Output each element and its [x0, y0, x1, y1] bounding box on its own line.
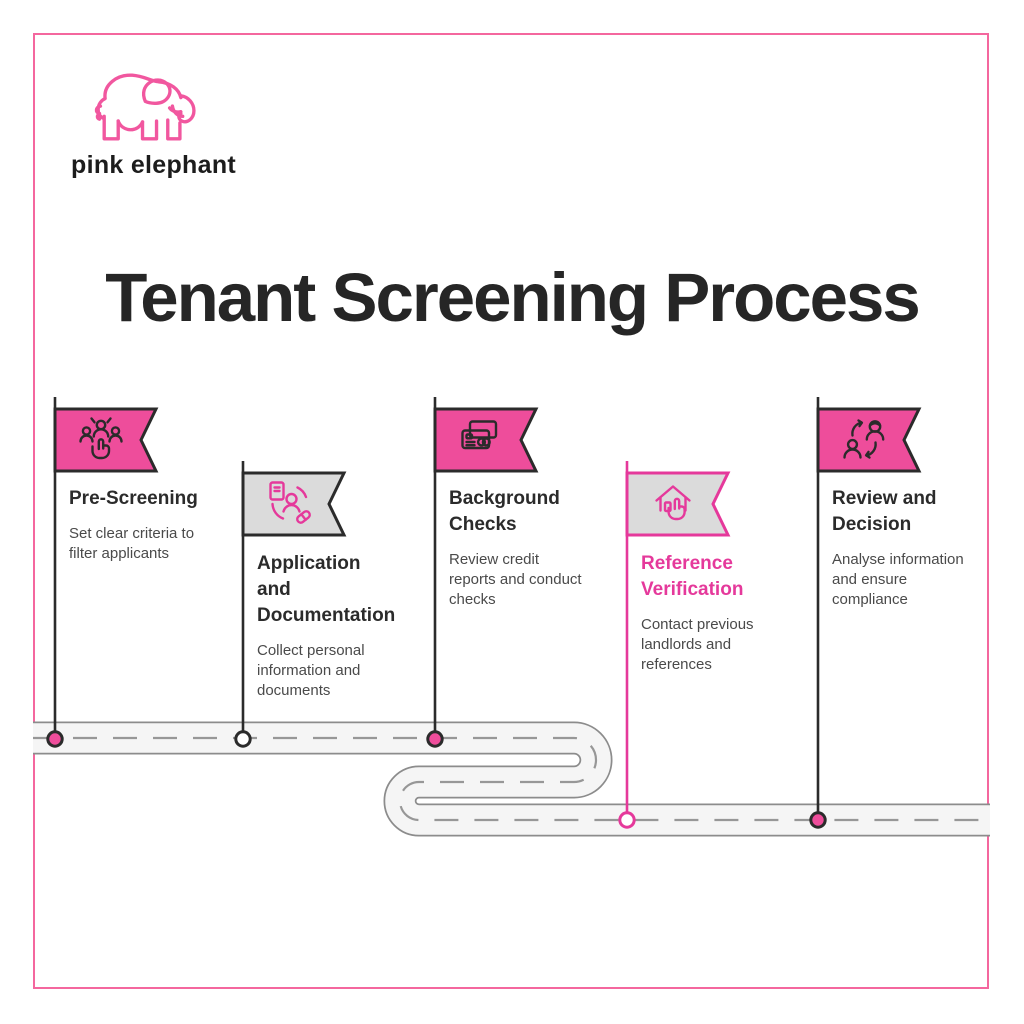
brand-name: pink elephant	[71, 151, 237, 179]
flag-reference-verification	[625, 471, 731, 537]
pink-elephant-icon	[94, 73, 196, 141]
people-review-icon	[843, 419, 885, 459]
step-description: Collect personal information and documen…	[257, 642, 365, 699]
flag-pre-screening	[53, 407, 159, 473]
milestone-dot-5	[809, 811, 827, 829]
step-reference-verification: Reference Verification Contact previous …	[641, 551, 811, 675]
logo: pink elephant	[71, 64, 236, 180]
flag-review-decision	[816, 407, 922, 473]
step-description: Review credit reports and conduct checks	[449, 551, 582, 608]
step-description: Analyse information and ensure complianc…	[832, 551, 964, 608]
step-application-documentation: Application and Documentation Collect pe…	[257, 551, 427, 701]
candidate-selection-icon	[79, 417, 123, 460]
flag-application-documentation	[241, 471, 347, 537]
step-pre-screening: Pre-Screening Set clear criteria to filt…	[69, 486, 239, 564]
credit-cards-icon	[461, 420, 498, 450]
step-title: Background Checks	[449, 488, 560, 535]
page-title: Tenant Screening Process	[105, 259, 921, 336]
step-description: Contact previous landlords and reference…	[641, 616, 754, 673]
milestone-dot-4	[618, 811, 636, 829]
process-road	[33, 721, 990, 837]
step-title: Application and Documentation	[257, 553, 396, 626]
house-tap-icon	[655, 485, 691, 521]
milestone-dot-3	[426, 730, 444, 748]
step-title: Reference Verification	[641, 553, 744, 600]
milestone-dot-1	[46, 730, 64, 748]
step-description: Set clear criteria to filter applicants	[69, 525, 195, 562]
application-document-icon	[269, 481, 311, 524]
step-title: Pre-Screening	[69, 488, 198, 509]
step-review-decision: Review and Decision Analyse information …	[832, 486, 1002, 610]
milestone-dot-2	[234, 730, 252, 748]
step-title: Review and Decision	[832, 488, 937, 535]
step-background-checks: Background Checks Review credit reports …	[449, 486, 619, 610]
flag-background-checks	[433, 407, 539, 473]
